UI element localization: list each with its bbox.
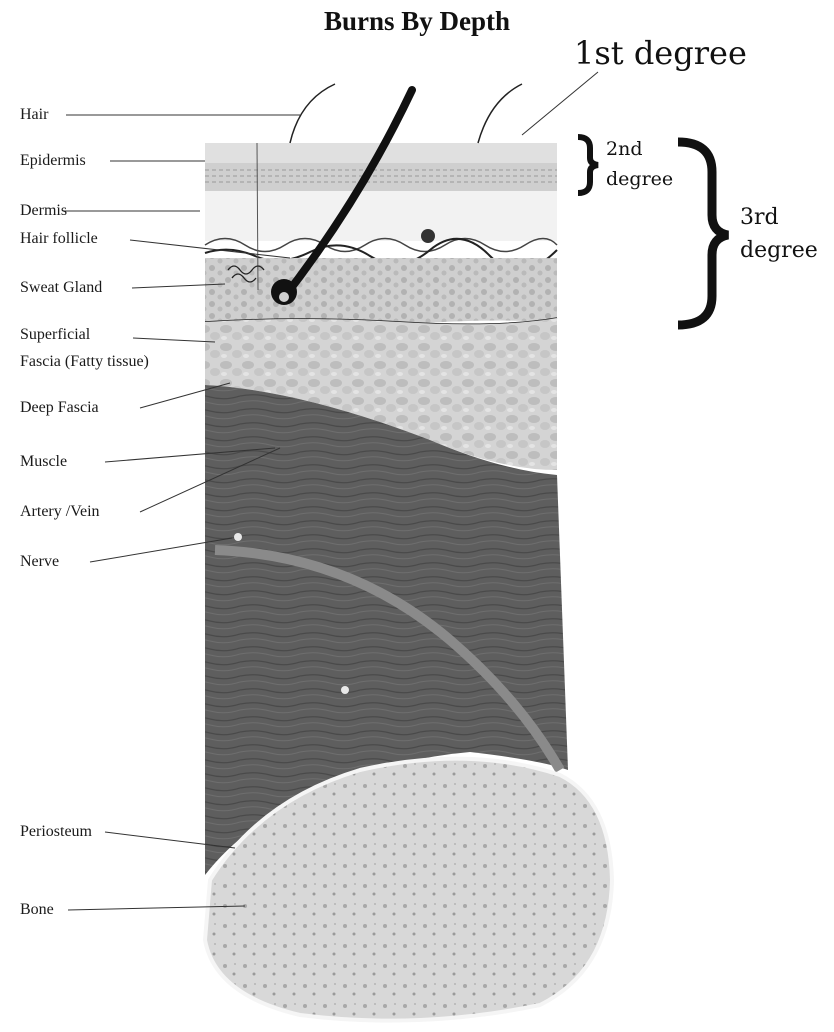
third-degree-label-line2: degree	[740, 238, 818, 263]
dermis-label: Dermis	[20, 201, 67, 220]
diagram-title: Burns By Depth	[0, 6, 834, 37]
hair-label: Hair	[20, 105, 48, 124]
second-degree-label-line1: 2nd	[606, 138, 643, 160]
vessel-dot	[341, 686, 349, 694]
second-degree-label-line2: degree	[606, 168, 673, 190]
muscle-label: Muscle	[20, 452, 67, 471]
first-degree-label: 1st degree	[574, 34, 747, 72]
nerve-label: Nerve	[20, 552, 59, 571]
third-degree-label-line1: 3rd	[740, 205, 779, 230]
second-degree-brace	[578, 137, 598, 193]
bone-label: Bone	[20, 900, 54, 919]
superficial-fascia-label-line1: Superficial	[20, 325, 90, 344]
sweat-gland-label: Sweat Gland	[20, 278, 102, 297]
epidermis-label: Epidermis	[20, 151, 86, 170]
periosteum-label: Periosteum	[20, 822, 92, 841]
hair-follicle-label: Hair follicle	[20, 229, 98, 248]
hair-small-left	[290, 84, 335, 143]
artery-vein-label: Artery /Vein	[20, 502, 100, 521]
deep-fascia-label: Deep Fascia	[20, 398, 99, 417]
superficial-fascia-label-line2: Fascia (Fatty tissue)	[20, 352, 149, 371]
hair-small-right	[478, 84, 522, 143]
artery-dot	[234, 533, 242, 541]
third-degree-brace	[678, 142, 728, 325]
epidermis-stripes	[205, 163, 557, 191]
